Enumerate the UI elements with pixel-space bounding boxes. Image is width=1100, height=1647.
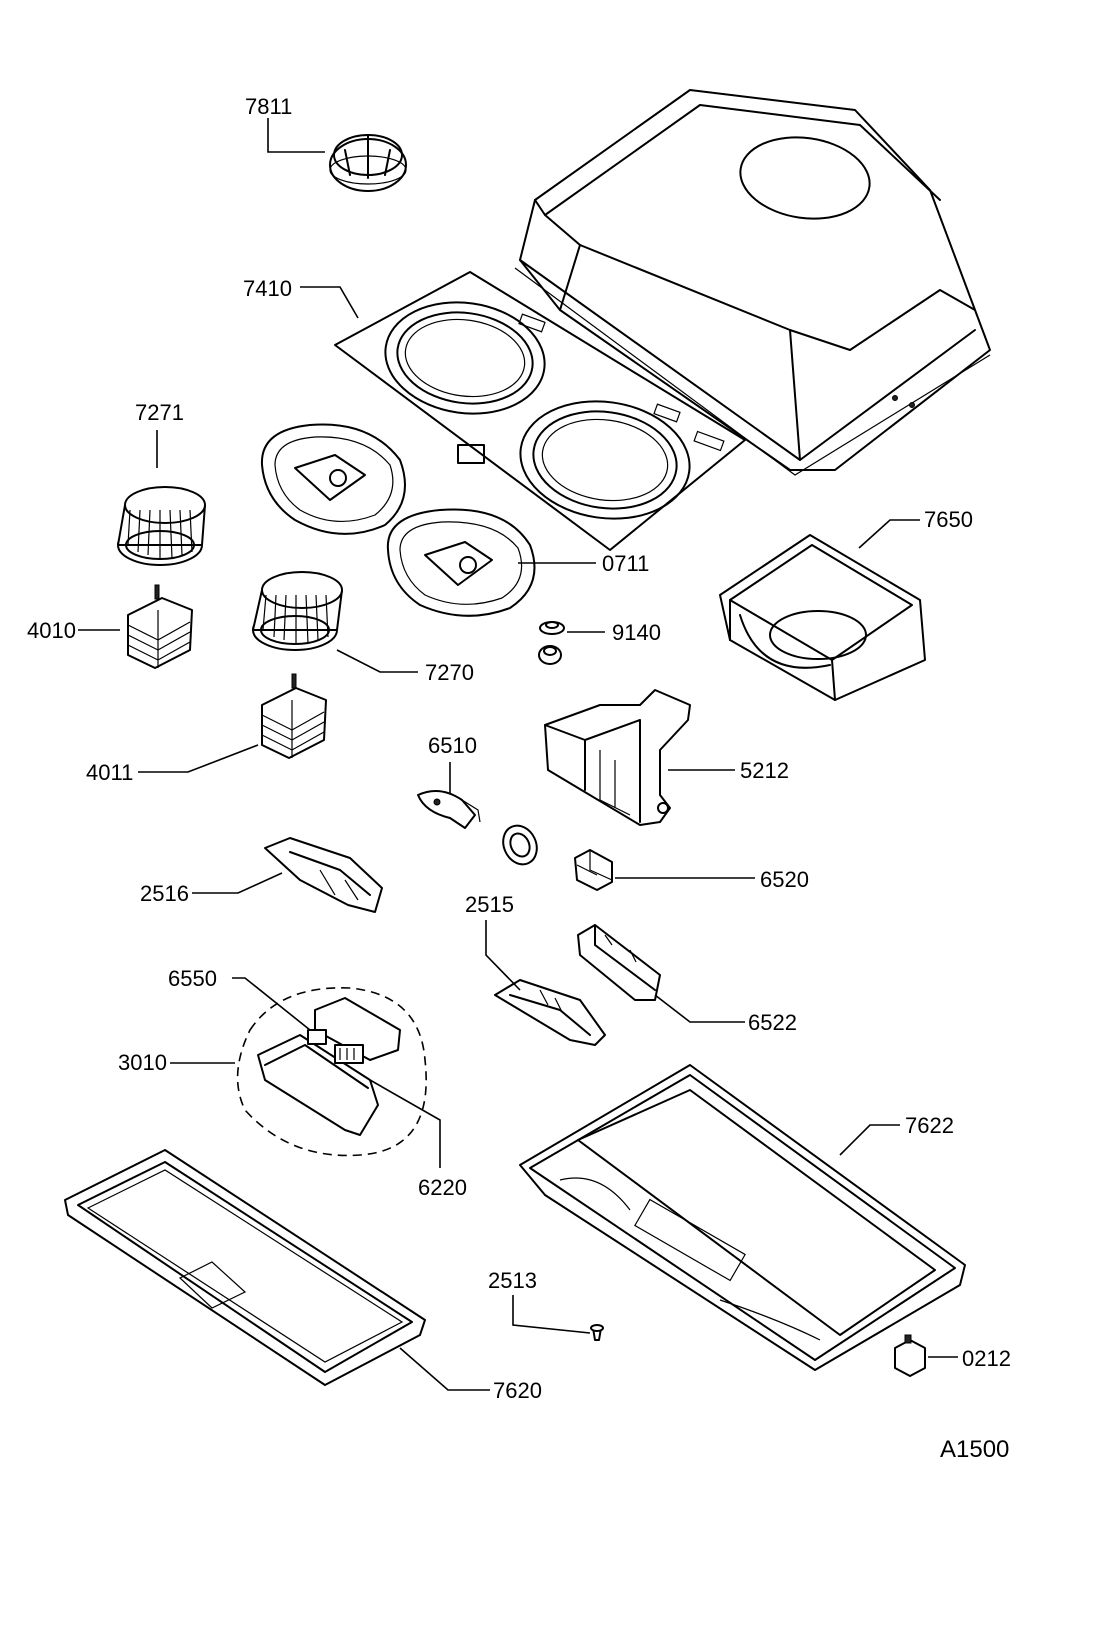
part-7620-grease-filter — [64, 1149, 426, 1386]
label-6522: 6522 — [748, 1010, 797, 1035]
part-6520-lamp-holder — [574, 849, 613, 891]
part-labels: 7811 7410 7271 4010 7270 0711 7650 9140 … — [27, 94, 1011, 1403]
drawing-code: A1500 — [940, 1436, 1009, 1463]
part-4011-motor — [261, 673, 327, 759]
part-2513-screw — [590, 1324, 604, 1341]
label-0711: 0711 — [602, 551, 649, 576]
part-6510-light-bulb — [417, 790, 481, 829]
part-9140-nuts — [538, 621, 565, 665]
label-6550: 6550 — [168, 966, 217, 991]
part-6522-light-cover — [577, 924, 661, 1001]
label-6520: 6520 — [760, 867, 809, 892]
part-0711-fan-housing-right — [386, 508, 536, 617]
part-7811-ring — [329, 134, 407, 192]
label-7410: 7410 — [243, 276, 292, 301]
hood-housing-drawing — [514, 89, 991, 476]
part-lamp-socket — [502, 824, 538, 866]
part-7270-blower-wheel — [252, 571, 343, 651]
part-7271-blower-wheel — [117, 486, 206, 566]
label-3010: 3010 — [118, 1050, 167, 1075]
label-2515: 2515 — [465, 892, 514, 917]
part-4010-motor — [127, 584, 193, 669]
part-5212-control-housing — [544, 689, 691, 826]
label-7650: 7650 — [924, 507, 973, 532]
leader-lines — [78, 118, 958, 1391]
part-2515-cover — [494, 979, 606, 1046]
label-6220: 6220 — [418, 1175, 467, 1200]
part-7650-filter-box — [719, 534, 926, 701]
label-4010: 4010 — [27, 618, 76, 643]
label-2513: 2513 — [488, 1268, 537, 1293]
part-0212-switch — [894, 1334, 926, 1377]
label-6510: 6510 — [428, 733, 477, 758]
part-0711-fan-housing-left — [260, 423, 406, 535]
label-7620: 7620 — [493, 1378, 542, 1403]
label-7811: 7811 — [245, 94, 292, 119]
label-7270: 7270 — [425, 660, 474, 685]
label-2516: 2516 — [140, 881, 189, 906]
part-7622-bottom-frame — [519, 1064, 966, 1371]
part-2516-cover — [264, 837, 383, 913]
label-5212: 5212 — [740, 758, 789, 783]
label-4011: 4011 — [86, 760, 133, 785]
part-electronics-group — [236, 987, 427, 1157]
label-7271: 7271 — [135, 400, 184, 425]
label-7622: 7622 — [905, 1113, 954, 1138]
label-9140: 9140 — [612, 620, 661, 645]
part-7410-mounting-plate — [334, 271, 746, 551]
label-0212: 0212 — [962, 1346, 1011, 1371]
